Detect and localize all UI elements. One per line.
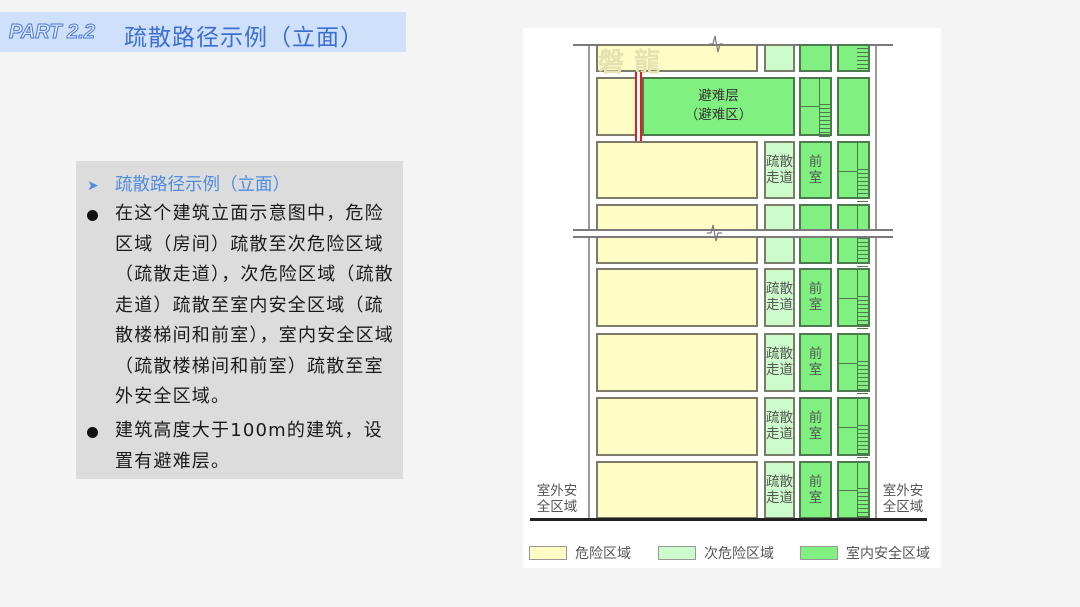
corridor-label: 走道 [766,490,793,506]
anteroom-label: 室 [808,426,823,442]
legend-swatch-danger [529,546,567,560]
stair-cell [837,141,870,202]
corridor-label: 疏散 [766,410,793,426]
anteroom-label: 前 [808,281,823,297]
corridor-label: 疏散 [766,346,793,362]
anteroom-cell [799,44,832,72]
legend-item-sub-danger: 次危险区域 [658,545,774,562]
anteroom-label: 室 [808,297,823,313]
anteroom-label: 室 [808,362,823,378]
refuge-label-line1: 避难层 [698,88,739,104]
anteroom-label: 前 [808,474,823,490]
anteroom-cell [799,77,832,137]
title-bar: PART 2.2 疏散路径示例（立面） [0,12,406,52]
anteroom-label: 前 [808,154,823,170]
corridor-cell: 疏散走道 [764,141,795,199]
anteroom-cell: 前室 [799,268,832,327]
anteroom-cell: 前室 [799,397,832,456]
outside-safe-area-right: 室外安 全区域 [878,483,928,515]
part-label: PART 2.2 [9,21,96,44]
refuge-label-line2: （避难区） [684,107,753,123]
outside-label-line: 室外安 [536,483,578,499]
anteroom-cell: 前室 [799,461,832,519]
bullet-dot-icon [87,427,98,438]
outside-safe-area-left: 室外安 全区域 [532,483,582,515]
corridor-label: 疏散 [766,281,793,297]
refuge-shaft-marker [635,72,642,141]
stair-cell [837,397,870,458]
room-cell [596,44,758,72]
anteroom-label: 前 [808,346,823,362]
anteroom-cell: 前室 [799,333,832,392]
corridor-label: 疏散 [766,154,793,170]
page-title: 疏散路径示例（立面） [124,25,364,51]
break-band [573,230,893,236]
anteroom-label: 室 [808,490,823,506]
corridor-label: 走道 [766,426,793,442]
stair-cell [837,44,870,72]
right-outer-wall [875,44,877,519]
stair-cell [837,77,870,136]
legend-label: 次危险区域 [704,546,774,562]
room-cell [596,397,758,456]
outside-label-line: 全区域 [536,499,578,515]
room-cell [596,141,758,199]
anteroom-cell: 前室 [799,141,832,199]
legend-item-safe: 室内安全区域 [800,545,930,562]
outside-label-line: 全区域 [882,499,924,515]
legend-swatch-safe [800,546,838,560]
corridor-label: 疏散 [766,474,793,490]
legend-label: 室内安全区域 [846,546,930,562]
arrow-right-icon: ➤ [87,178,99,194]
corridor-cell: 疏散走道 [764,268,795,327]
corridor-cell [764,44,795,72]
room-cell [596,461,758,519]
outside-label-line: 室外安 [882,483,924,499]
anteroom-label: 室 [808,170,823,186]
bullet-dot-icon [87,210,98,221]
break-line-top [573,229,893,231]
subheading-text: 疏散路径示例（立面） [115,175,290,195]
legend-label: 危险区域 [575,546,631,562]
ground-line [530,518,927,521]
bullet-text: 建筑高度大于100m的建筑，设置有避难层。 [115,420,383,472]
left-outer-wall [588,44,590,519]
building-elevation-diagram: 磐龍 避难层 （避难区） 疏散走道 前室 [523,28,941,568]
legend-item-danger: 危险区域 [529,545,631,562]
corridor-label: 走道 [766,362,793,378]
stair-cell [837,333,870,394]
corridor-cell: 疏散走道 [764,333,795,392]
stair-cell [837,268,870,329]
bullet-text: 在这个建筑立面示意图中，危险区域（房间）疏散至次危险区域（疏散走道），次危险区域… [115,203,394,407]
subheading: ➤ 疏散路径示例（立面） [87,171,290,196]
legend-swatch-sub-danger [658,546,696,560]
corridor-cell: 疏散走道 [764,397,795,456]
break-line-bottom [573,236,893,238]
room-cell [596,333,758,392]
refuge-area-cell: 避难层 （避难区） [642,77,795,136]
break-symbols [707,35,723,242]
room-cell [596,268,758,327]
corridor-label: 走道 [766,297,793,313]
text-panel: ➤ 疏散路径示例（立面） 在这个建筑立面示意图中，危险区域（房间）疏散至次危险区域… [76,161,403,479]
anteroom-label: 前 [808,410,823,426]
corridor-label: 走道 [766,170,793,186]
watermark: 磐龍 [598,48,671,78]
